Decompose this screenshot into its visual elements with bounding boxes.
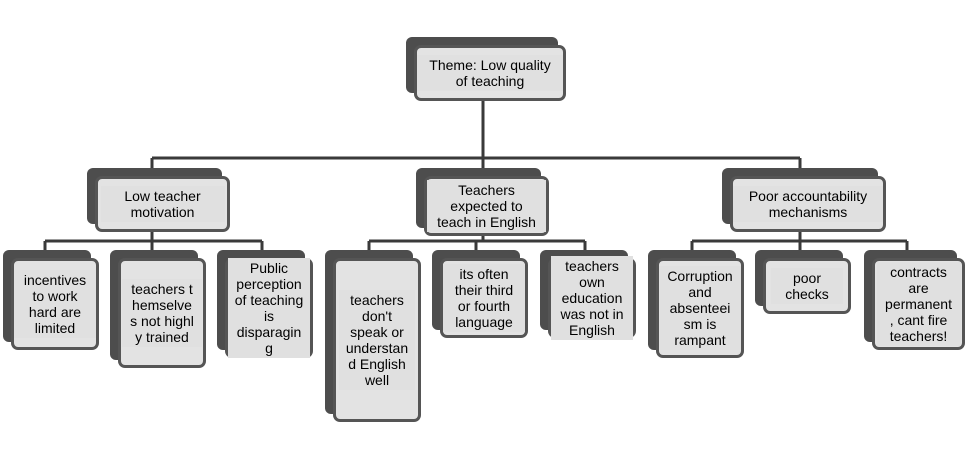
branch-label-motivation: Low teacher motivation [100, 186, 225, 222]
leaf-label-language: its often their third or fourth language [443, 264, 525, 332]
leaf-label-checks: poor checks [771, 268, 843, 304]
leaf-node-contracts: contracts are permanent , cant fire teac… [864, 250, 965, 350]
leaf-label-contracts: contracts are permanent , cant fire teac… [876, 262, 961, 346]
leaf-label-education: teachers own education was not in Englis… [551, 256, 633, 340]
leaf-node-card: its often their third or fourth language [440, 258, 528, 338]
leaf-node-education: teachers own education was not in Englis… [540, 250, 636, 340]
leaf-node-card: teachers don't speak or understan d Engl… [333, 258, 421, 422]
leaf-node-incentives: incentives to work hard are limited [3, 250, 99, 350]
leaf-node-card: contracts are permanent , cant fire teac… [872, 258, 965, 350]
branch-node-card: Teachers expected to teach in English [424, 176, 549, 236]
leaf-node-trained: teachers themselve s not highly trained [110, 250, 206, 368]
leaf-node-card: teachers own education was not in Englis… [548, 256, 636, 340]
leaf-node-speak: teachers don't speak or understan d Engl… [325, 250, 421, 422]
branch-node-card: Poor accountability mechanisms [730, 176, 886, 232]
leaf-label-speak: teachers don't speak or understan d Engl… [339, 290, 415, 390]
leaf-node-perception: Public perception of teaching is dispara… [217, 250, 313, 358]
leaf-node-card: Public perception of teaching is dispara… [225, 258, 313, 358]
leaf-node-corruption: Corruption and absenteei sm is rampant [648, 250, 744, 358]
leaf-node-card: Corruption and absenteei sm is rampant [656, 258, 744, 358]
leaf-node-language: its often their third or fourth language [432, 250, 528, 338]
branch-node-accountability: Poor accountability mechanisms [722, 168, 886, 232]
branch-label-accountability: Poor accountability mechanisms [733, 186, 883, 222]
root-node-label: Theme: Low quality of teaching [417, 55, 563, 91]
branch-node-motivation: Low teacher motivation [87, 168, 230, 232]
leaf-label-perception: Public perception of teaching is dispara… [228, 258, 310, 358]
leaf-node-card: incentives to work hard are limited [11, 258, 99, 350]
leaf-node-checks: poor checks [755, 250, 851, 314]
leaf-node-card: teachers themselve s not highly trained [118, 258, 206, 368]
branch-node-card: Low teacher motivation [95, 176, 230, 232]
root-node: Theme: Low quality of teaching [406, 37, 566, 101]
root-node-card: Theme: Low quality of teaching [414, 45, 566, 101]
leaf-label-corruption: Corruption and absenteei sm is rampant [659, 266, 741, 350]
branch-node-english: Teachers expected to teach in English [416, 168, 549, 236]
leaf-label-trained: teachers themselve s not highly trained [122, 279, 202, 347]
branch-label-english: Teachers expected to teach in English [427, 180, 546, 232]
leaf-label-incentives: incentives to work hard are limited [14, 270, 96, 338]
leaf-node-card: poor checks [763, 258, 851, 314]
